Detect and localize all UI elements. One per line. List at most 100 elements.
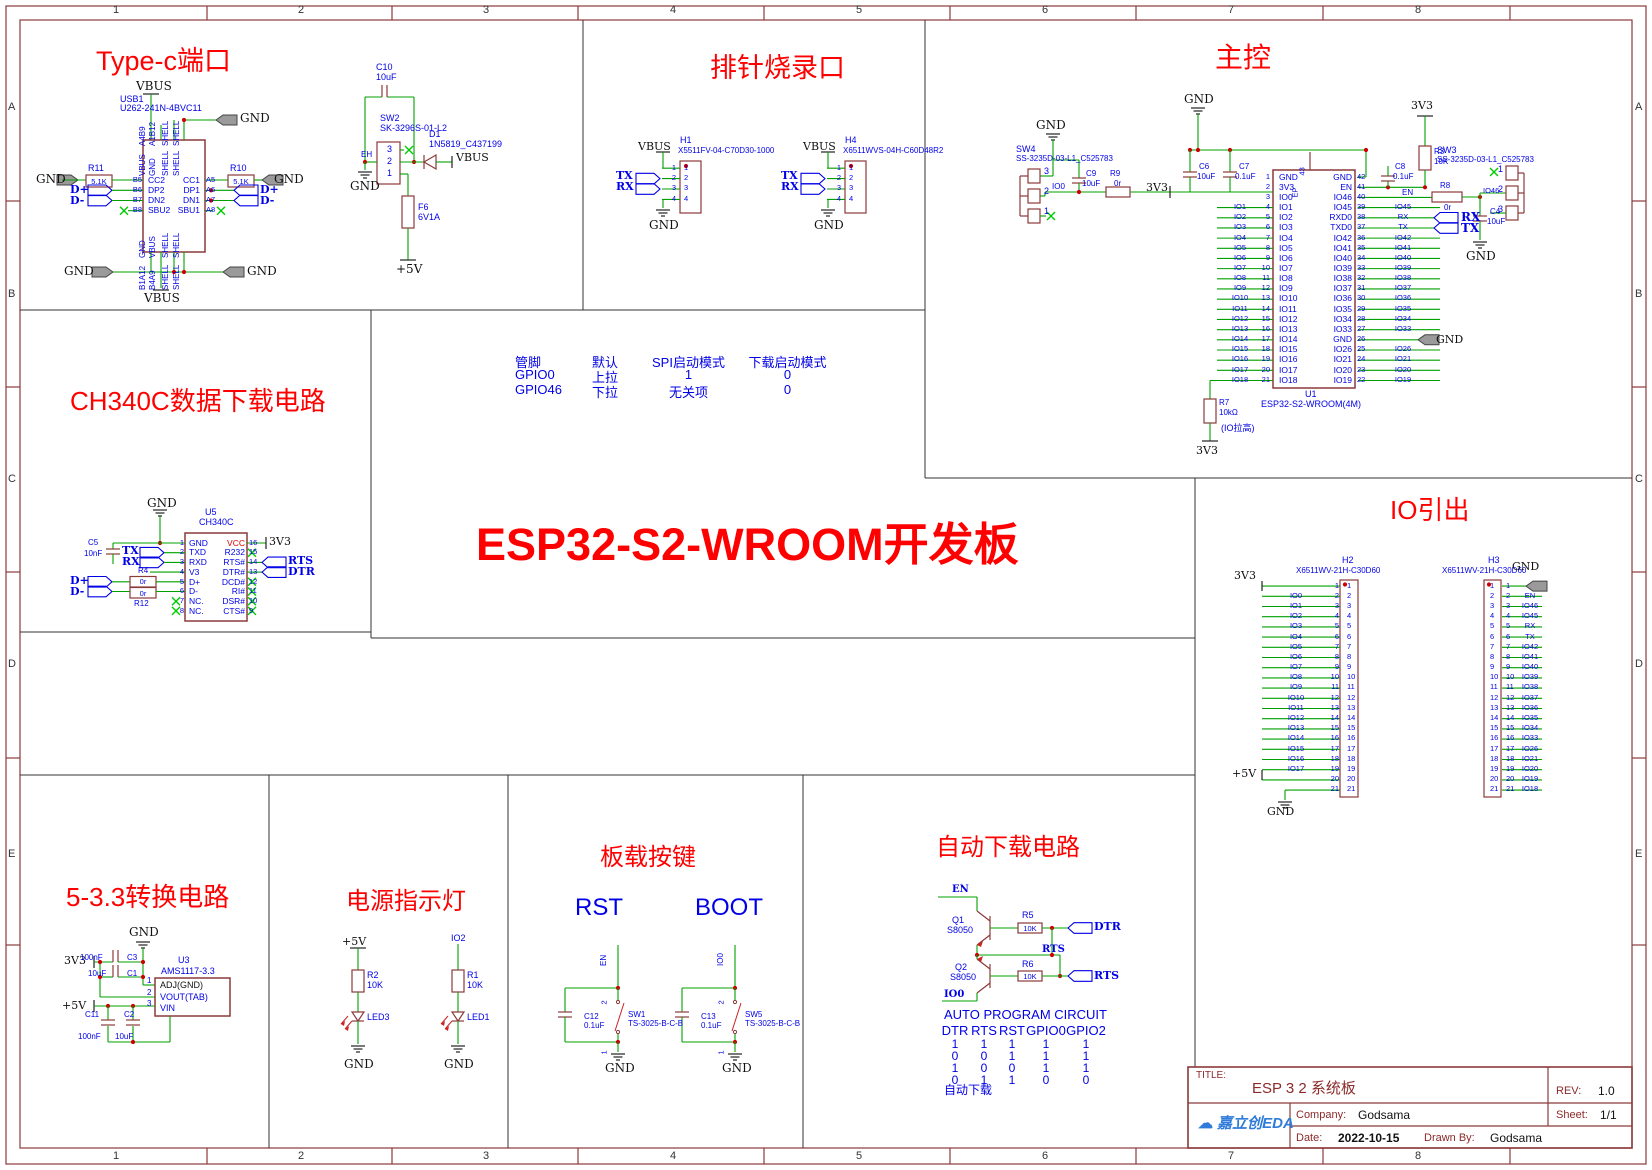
rev-label: REV: [1556,1085,1582,1097]
pin-number: 34 [1357,252,1366,262]
pin-number: 13 [1506,702,1515,712]
pin-name: IO6 [1279,252,1293,263]
ruler-row-label: C [1635,473,1643,485]
pin-name: 3V3 [1279,181,1295,192]
pin-name: DN2 [148,194,166,205]
pin-name: IO20 [1333,364,1352,375]
net-dminus: D- [70,585,85,598]
u3-ref: U3 [178,955,190,965]
pin-number: 30 [1357,293,1366,303]
c12-ref: C12 [584,1012,599,1021]
pin-row: RTS#14 [215,558,265,568]
net-label: IO20 [1394,364,1412,374]
ruler-col-label: 3 [482,1150,490,1162]
drawn-by-value: Godsama [1490,1131,1543,1145]
net-io0: IO0 [1052,182,1065,191]
pin-number: 8 [1334,651,1339,661]
net-gnd: GND [814,218,844,232]
pin-number: 10 [1330,672,1339,682]
pin-number: A8 [206,205,216,215]
net-label: EN [1524,590,1536,600]
cell: 0 [783,367,792,382]
r9-value: 0r [1114,179,1122,188]
pin-number: 19 [1330,763,1339,773]
pin-number-inner: 20 [1490,774,1499,784]
c4-ref: C4 [1490,207,1501,216]
usb-pin-num: SHELL [161,264,170,290]
c2-value: 10uF [115,1032,134,1041]
pin-number-inner: 5 [1490,621,1495,631]
sheet-label: Sheet: [1556,1109,1588,1121]
cell: 1 [1008,1073,1016,1087]
pin-number: 8 [1265,242,1270,252]
net-dminus: D- [260,193,275,207]
c7-ref: C7 [1239,162,1250,171]
pin-name: RXD0 [1329,212,1352,223]
pin-name: SBU1 [177,205,200,216]
r8-ref: R8 [1440,181,1451,190]
pin-name: CC1 [182,174,200,185]
pin-number: 18 [1506,753,1515,763]
pin-name: CTS# [223,605,245,616]
net-dplus: D+ [70,574,89,587]
header-cell: GPIO0 [1026,1023,1066,1038]
pin-name: GND [1279,171,1298,182]
pin-number: 14 [1506,713,1515,723]
h2-part: X6511WV-21H-C30D60 [1296,566,1381,575]
net-rx: RX [616,180,634,193]
sw4-pin2: 2 [1044,186,1050,196]
net-label: IO16 [1231,354,1249,364]
ruler-col-label: 1 [112,4,120,16]
pin-number: 12 [1261,283,1270,293]
net-gnd: GND [1184,92,1214,106]
sw1-ref: SW1 [628,1010,646,1019]
pin-name: DSR# [222,595,245,606]
pin-name: V3 [189,566,200,577]
ruler-row-label: B [1635,288,1643,300]
r7-note: (IO拉高) [1221,423,1255,433]
ruler-row-label: B [8,288,16,300]
net-label: IO34 [1521,723,1539,733]
pin-number: 15 [1330,723,1339,733]
pin-name: IO36 [1333,293,1352,304]
net-label: IO39 [1521,672,1539,682]
net-label: IO38 [1394,273,1412,283]
net-en: EN [599,954,608,966]
r12-value: 0r [139,588,147,598]
net-label: IO12 [1287,713,1305,723]
cell: 0 [980,1049,988,1063]
c3-value: 100nF [80,953,103,962]
pin-name: TXD0 [1330,222,1352,233]
usb-pin-name: GND [138,240,147,258]
u1-ref: U1 [1305,389,1317,399]
h3-ref: H3 [1488,555,1500,565]
net-label: IO10 [1287,692,1305,702]
pin-number: 4 [1265,202,1270,212]
pin-row: SBU1 A8 [172,206,228,216]
pin-number: 2 [836,172,841,182]
net-label: IO10 [1231,293,1249,303]
pin-number: 1 [836,162,841,172]
pin-number: 11 [1506,682,1514,692]
pin-row: CTS#9 [215,606,265,616]
sw4-part: SS-3235D-03-L1_C525783 [1016,154,1113,163]
pin-name: VCC [227,537,245,548]
usb-pin-num: B4A9 [148,270,157,290]
